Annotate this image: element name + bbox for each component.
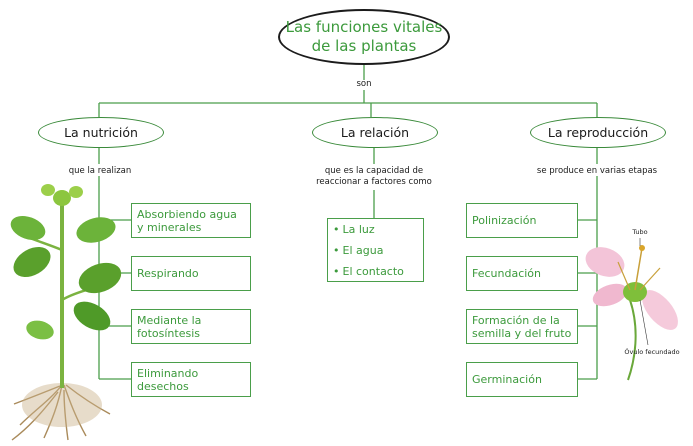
reproduccion-item-3: Formación de la semilla y del fruto — [466, 309, 578, 344]
bullet-icon: • — [333, 264, 340, 278]
relacion-item-2-label: El agua — [342, 243, 384, 257]
relacion-item-2: •El agua — [333, 240, 383, 261]
relacion-item-1-label: La luz — [342, 222, 375, 236]
nutricion-item-3: Mediante la fotosíntesis — [131, 309, 251, 344]
reproduccion-item-1: Polinización — [466, 203, 578, 238]
plant-illustration — [10, 184, 122, 441]
flower-label-tubo: Tubo — [632, 228, 648, 236]
bullet-icon: • — [333, 243, 340, 257]
nutricion-item-4-label: Eliminando desechos — [137, 366, 199, 393]
nutricion-item-1: Absorbiendo agua y minerales — [131, 203, 251, 238]
relacion-item-3-label: El contacto — [342, 264, 404, 278]
branch-reproduccion-label: La reproducción — [547, 125, 649, 140]
nutricion-item-1-label: Absorbiendo agua y minerales — [137, 207, 237, 234]
branch-nutricion: La nutrición — [38, 117, 164, 148]
relacion-item-3: •El contacto — [333, 261, 404, 282]
branch-nutricion-label: La nutrición — [64, 125, 138, 140]
connector-nutricion: que la realizan — [68, 166, 132, 176]
nutricion-item-3-label: Mediante la fotosíntesis — [137, 313, 202, 340]
relacion-item-1: •La luz — [333, 219, 375, 240]
connector-relacion-line-1: que es la capacidad de — [324, 166, 424, 176]
reproduccion-item-1-label: Polinización — [472, 214, 537, 227]
title-oval: Las funciones vitales de las plantas — [278, 9, 450, 65]
bullet-icon: • — [333, 222, 340, 236]
reproduccion-item-2-label: Fecundación — [472, 267, 542, 280]
title-line-1: Las funciones vitales — [285, 18, 443, 36]
reproduccion-item-4: Germinación — [466, 362, 578, 397]
nutricion-item-2-label: Respirando — [137, 267, 199, 280]
branch-relacion: La relación — [312, 117, 438, 148]
flower-label-ovulo: Óvulo fecundado — [624, 348, 680, 356]
reproduccion-item-4-label: Germinación — [472, 373, 542, 386]
reproduccion-item-2: Fecundación — [466, 256, 578, 291]
relacion-list: •La luz •El agua •El contacto — [327, 218, 424, 282]
nutricion-item-2: Respirando — [131, 256, 251, 291]
title-line-2: de las plantas — [311, 37, 417, 55]
branch-reproduccion: La reproducción — [530, 117, 666, 148]
nutricion-item-4: Eliminando desechos — [131, 362, 251, 397]
connector-reproduccion: se produce en varias etapas — [536, 166, 658, 176]
connector-relacion: que es la capacidad de reaccionar a fact… — [300, 166, 448, 188]
connector-relacion-line-2: reaccionar a factores como — [316, 177, 432, 187]
branch-relacion-label: La relación — [340, 125, 410, 140]
flower-illustration — [585, 238, 678, 381]
connector-son: son — [356, 79, 372, 89]
reproduccion-item-3-label: Formación de la semilla y del fruto — [472, 313, 572, 340]
